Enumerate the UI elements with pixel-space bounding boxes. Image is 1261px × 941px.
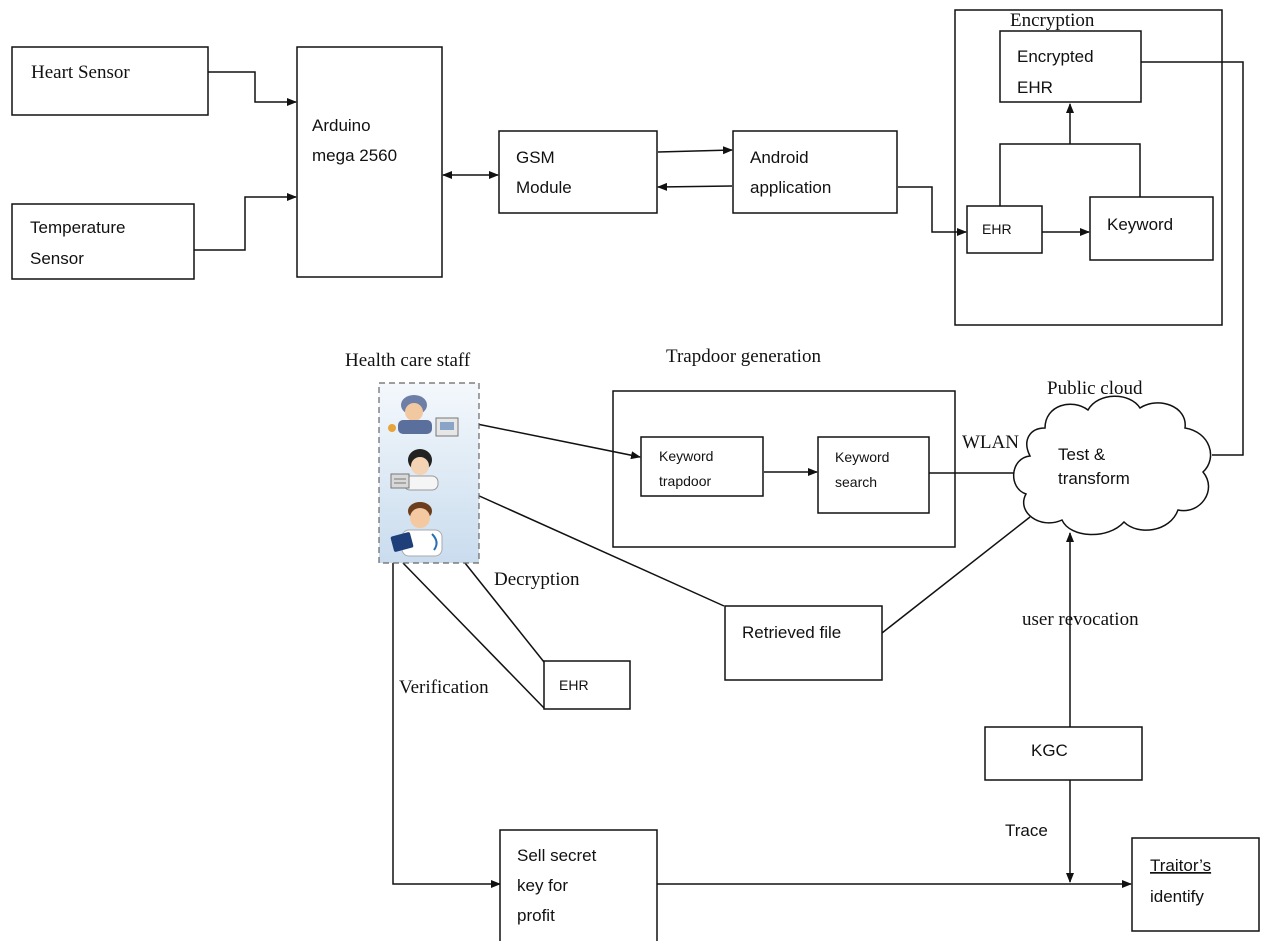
keyword-trapdoor-label-1: Keyword	[659, 448, 713, 464]
arduino-label-2: mega 2560	[312, 146, 397, 165]
keyword-box	[1089, 196, 1214, 261]
keyword-label: Keyword	[1107, 215, 1173, 234]
gsm-to-android-arrow	[657, 146, 733, 155]
temp-to-arduino-arrow	[194, 193, 297, 251]
retrieved-file-box	[724, 605, 883, 681]
staff-to-sell-arrow	[392, 563, 501, 888]
trace-label: Trace	[1005, 821, 1048, 840]
cloud-label-1: Test &	[1058, 445, 1106, 464]
traitor-label-2: identify	[1150, 887, 1204, 906]
android-label-1: Android	[750, 148, 809, 167]
traitor-identify-box	[1131, 837, 1260, 932]
temperature-sensor-box	[11, 203, 195, 280]
encrypted-ehr-label-2: EHR	[1017, 78, 1053, 97]
wlan-label: WLAN	[962, 432, 1019, 453]
keyword-search-label-2: search	[835, 474, 877, 490]
arduino-label-1: Arduino	[312, 116, 371, 135]
keyword-trapdoor-box	[640, 436, 764, 497]
ehr-box	[966, 205, 1043, 254]
encrypted-ehr-label-1: Encrypted	[1017, 47, 1094, 66]
cloud-to-retrieved-line	[881, 516, 1031, 634]
arduino-box	[296, 46, 443, 278]
user-revocation-label: user revocation	[1022, 609, 1139, 630]
encrypted-ehr-box	[999, 30, 1142, 103]
temperature-sensor-label-1: Temperature	[30, 218, 125, 237]
staff-person-1-icon	[388, 395, 459, 437]
gsm-label-1: GSM	[516, 148, 555, 167]
heart-to-arduino-arrow	[208, 71, 297, 106]
android-to-gsm-arrow	[657, 182, 733, 191]
encrypted-ehr-to-cloud-line	[1141, 61, 1244, 456]
ehr-label: EHR	[982, 221, 1012, 237]
android-app-box	[732, 130, 898, 214]
keyword-search-box	[817, 436, 930, 514]
android-to-ehr-arrow	[898, 186, 967, 236]
sell-key-label-1: Sell secret	[517, 846, 597, 865]
staff-person-2-icon	[390, 449, 439, 491]
trapdoor-generation-title: Trapdoor generation	[666, 346, 821, 367]
public-cloud: Test & transform	[1012, 395, 1212, 536]
android-label-2: application	[750, 178, 831, 197]
retrieved-file-label: Retrieved file	[742, 623, 841, 642]
health-care-staff-image	[378, 382, 480, 564]
public-cloud-title: Public cloud	[1047, 378, 1143, 399]
decryption-label: Decryption	[494, 569, 580, 590]
verification-label: Verification	[399, 677, 489, 698]
traitor-label-1: Traitor’s	[1150, 856, 1211, 875]
staff-person-3-icon	[390, 502, 443, 557]
sell-secret-key-box	[499, 829, 658, 941]
decryption-line	[464, 562, 545, 663]
encryption-title: Encryption	[1010, 10, 1095, 31]
health-care-staff-title: Health care staff	[345, 350, 471, 371]
cloud-shape	[1012, 395, 1212, 536]
ehr-decryption-label: EHR	[559, 677, 589, 693]
keyword-search-label-1: Keyword	[835, 449, 889, 465]
sell-key-label-3: profit	[517, 906, 555, 925]
ehr-decryption-box	[543, 660, 631, 710]
connectors	[194, 61, 1244, 888]
verification-line	[402, 562, 545, 709]
retrieved-to-staff-arrow	[465, 489, 725, 607]
temperature-sensor-label-2: Sensor	[30, 249, 84, 268]
gsm-module-box	[498, 130, 658, 214]
gsm-label-2: Module	[516, 178, 572, 197]
kgc-box	[984, 726, 1143, 781]
trapdoor-generation-frame	[612, 390, 956, 548]
kgc-label: KGC	[1031, 741, 1068, 760]
keyword-trapdoor-label-2: trapdoor	[659, 473, 711, 489]
sell-key-label-2: key for	[517, 876, 568, 895]
encryption-frame	[954, 9, 1223, 326]
staff-to-trapdoor-arrow	[471, 422, 641, 460]
cloud-label-2: transform	[1058, 469, 1130, 488]
heart-sensor-box	[11, 46, 209, 116]
heart-sensor-label: Heart Sensor	[31, 62, 130, 83]
